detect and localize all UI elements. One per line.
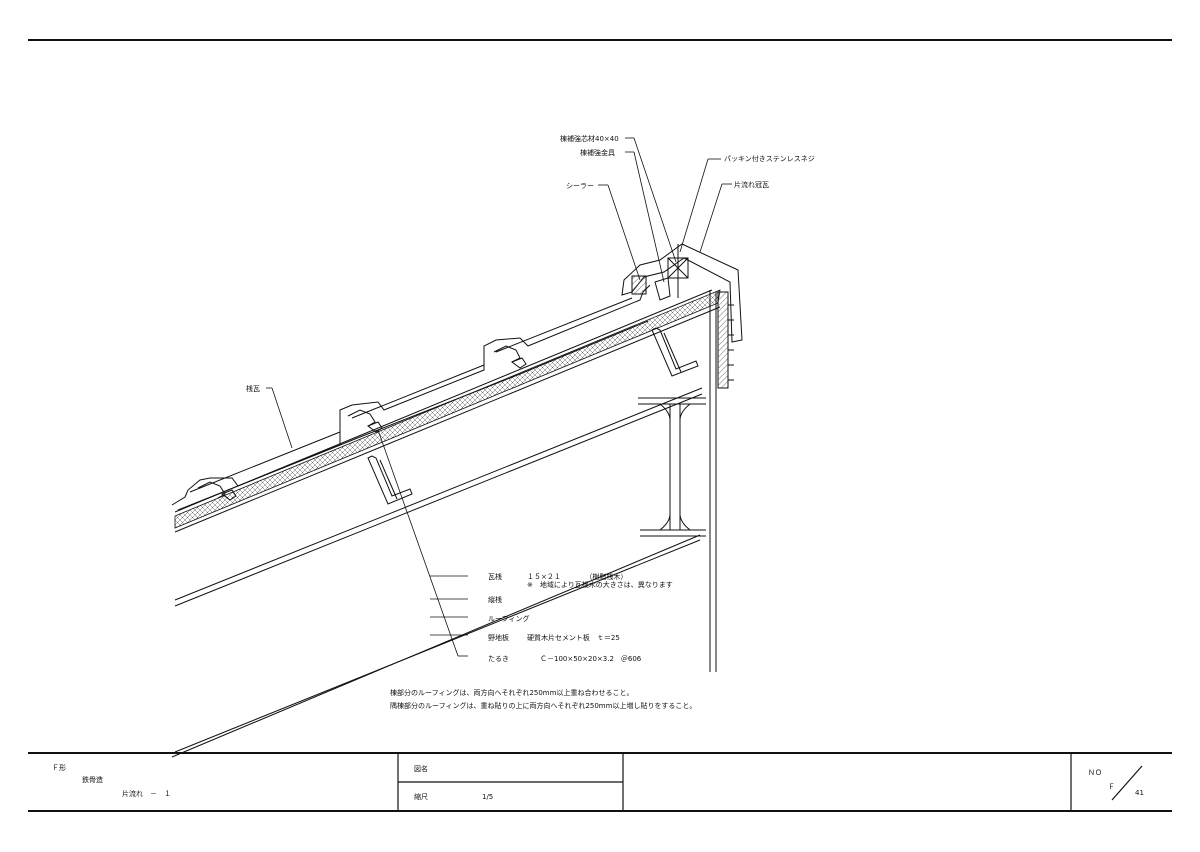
spec-list: 瓦桟 １５×２１ （樹脂桟木） ※ 地域により瓦桟木の大きさは、異なります 縦桟… — [390, 572, 696, 710]
spec-note-1: 棟部分のルーフィングは、両方向へそれぞれ250mm以上重ね合わせること。 — [390, 688, 633, 697]
drawing-name-label: 図名 — [414, 764, 428, 773]
number-prefix: Ｆ — [1108, 783, 1115, 791]
c-purlin-lower — [367, 455, 413, 505]
spec-value-rafter: Ｃ－100×50×20×3.2 ＠606 — [540, 655, 642, 663]
title-series: Ｆ形 — [52, 764, 66, 772]
ridge-assembly — [621, 243, 743, 343]
callout-sealer: シーラー — [566, 182, 594, 190]
callout-leaders — [266, 137, 732, 449]
h-beam-column — [638, 397, 706, 537]
spec-label-batten: 瓦桟 — [488, 572, 502, 581]
title-structure: 鉄骨造 — [82, 775, 103, 784]
spec-label-sheathing: 野地板 — [488, 633, 509, 642]
callout-labels: 棟補強芯材40×40 棟補強金具 シーラー パッキン付きステンレスネジ 片流れ冠… — [246, 134, 815, 393]
spec-note-2: 隅棟部分のルーフィングは、重ね貼りの上に両方向へそれぞれ250mm以上増し貼りを… — [390, 701, 696, 710]
rafter-lines — [171, 387, 703, 758]
callout-roof-tile: 桟瓦 — [246, 384, 260, 393]
sheathing-board — [174, 289, 721, 533]
spec-label-roofing: ルーフィング — [488, 614, 529, 623]
c-purlin-upper — [651, 327, 699, 377]
roof-tiles — [171, 284, 651, 511]
title-detail-name: 片流れ － １ — [122, 789, 171, 798]
spec-value-sheathing: 硬質木片セメント板 ｔ＝25 — [527, 633, 620, 642]
title-block-text: Ｆ形 鉄骨造 片流れ － １ 図名 縮尺 1/5 ＮＯ Ｆ 41 — [52, 764, 1144, 801]
sheet-frame — [28, 39, 1172, 812]
callout-mono-ridge-tile: 片流れ冠瓦 — [734, 180, 769, 189]
spec-leaders — [377, 429, 468, 657]
fascia-panel — [709, 290, 734, 672]
spec-value-batten: １５×２１ （樹脂桟木） — [527, 572, 627, 581]
spec-label-counter-batten: 縦桟 — [488, 595, 502, 604]
scale-value: 1/5 — [482, 793, 493, 801]
callout-rib-bracket: 棟補強金具 — [580, 148, 615, 157]
scale-label: 縮尺 — [414, 792, 428, 801]
spec-label-rafter: たるき — [488, 655, 509, 663]
callout-rib-reinforcement: 棟補強芯材40×40 — [560, 134, 619, 143]
number-value: 41 — [1135, 789, 1144, 797]
roof-section — [171, 137, 743, 758]
title-block — [397, 753, 1143, 811]
spec-note-batten: ※ 地域により瓦桟木の大きさは、異なります — [527, 580, 673, 589]
number-slash — [1111, 765, 1143, 801]
number-label: ＮＯ — [1088, 769, 1102, 777]
callout-stainless-screw: パッキン付きステンレスネジ — [724, 154, 815, 163]
